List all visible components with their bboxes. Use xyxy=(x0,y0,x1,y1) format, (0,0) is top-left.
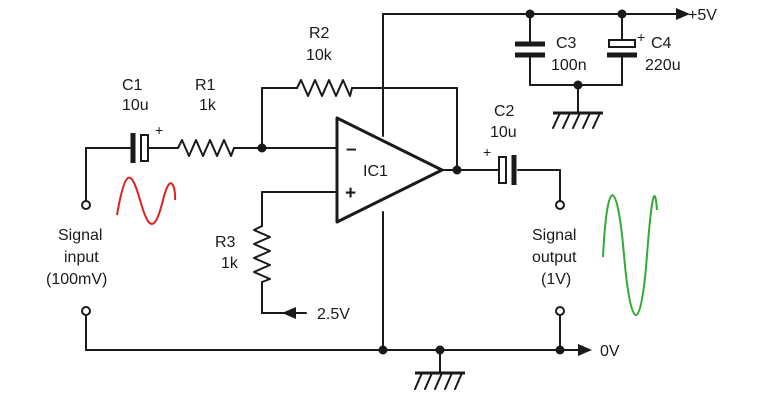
c2-name: C2 xyxy=(494,103,515,120)
ic1-plus-label: + xyxy=(345,183,356,204)
resistor-r1 xyxy=(177,139,235,157)
output-label-line2: output xyxy=(532,249,577,266)
op-amp-ic1: – + IC1 xyxy=(335,116,444,224)
junction-dots xyxy=(257,9,627,355)
c1-polarity: + xyxy=(155,122,163,138)
output-waveform xyxy=(602,194,658,316)
ground-rail-label: 0V xyxy=(600,343,620,360)
capacitor-c3 xyxy=(515,41,545,58)
output-label-line3: (1V) xyxy=(541,271,571,288)
r1-value: 1k xyxy=(199,97,217,114)
capacitor-c4: + xyxy=(607,29,645,58)
supply-rail-label: +5V xyxy=(688,7,717,24)
ground-symbol-top xyxy=(552,111,603,129)
c1-name: C1 xyxy=(122,77,143,94)
capacitor-c1: + xyxy=(130,122,163,163)
bias-arrow xyxy=(282,307,296,319)
output-terminal-bottom xyxy=(555,306,565,316)
output-terminal-top xyxy=(555,200,565,210)
ground-arrow xyxy=(578,344,592,356)
c4-name: C4 xyxy=(651,35,672,52)
c3-value: 100n xyxy=(551,57,587,74)
ic1-label: IC1 xyxy=(363,163,388,180)
resistor-r2 xyxy=(296,79,353,97)
capacitor-c2: + xyxy=(483,144,517,185)
input-terminal-top xyxy=(81,200,91,210)
r2-name: R2 xyxy=(309,25,330,42)
c3-name: C3 xyxy=(556,35,577,52)
ic1-minus-label: – xyxy=(346,139,357,160)
r2-value: 10k xyxy=(306,47,333,64)
supply-arrow xyxy=(676,8,690,20)
c4-value: 220u xyxy=(645,57,681,74)
output-label-line1: Signal xyxy=(532,227,576,244)
r3-value: 1k xyxy=(221,255,239,272)
r1-name: R1 xyxy=(195,77,216,94)
c2-value: 10u xyxy=(490,124,517,141)
input-label-line2: input xyxy=(64,249,99,266)
input-label-line3: (100mV) xyxy=(46,271,107,288)
wires xyxy=(85,13,679,374)
input-terminal-bottom xyxy=(81,306,91,316)
r3-name: R3 xyxy=(215,234,236,251)
c2-polarity: + xyxy=(483,144,491,160)
bias-voltage-label: 2.5V xyxy=(317,306,350,323)
resistor-r3 xyxy=(253,225,271,283)
terminals xyxy=(81,200,565,316)
input-waveform xyxy=(116,176,177,225)
c1-value: 10u xyxy=(122,97,149,114)
c4-polarity: + xyxy=(637,29,645,45)
ground-symbol-bottom xyxy=(414,371,465,390)
input-label-line1: Signal xyxy=(58,227,102,244)
